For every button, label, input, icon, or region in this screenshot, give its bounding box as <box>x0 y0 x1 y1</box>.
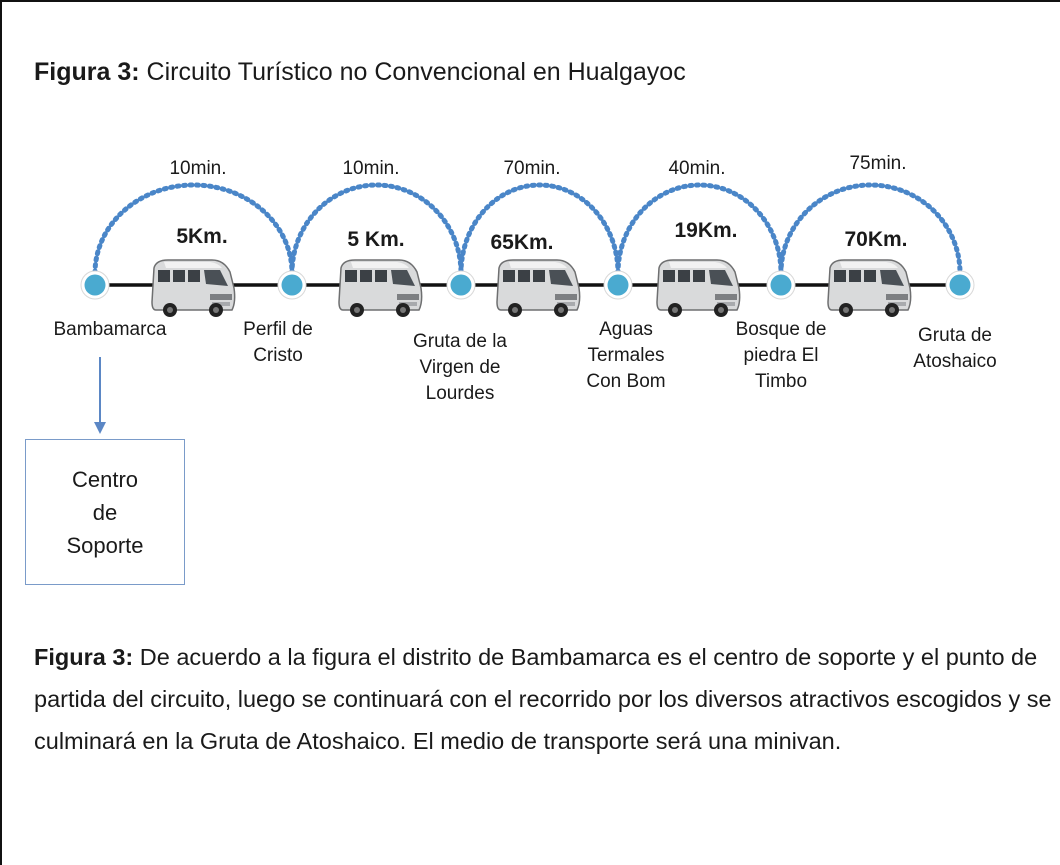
route-arc <box>289 182 464 276</box>
stop-node <box>949 274 971 296</box>
segment-time-label: 10min. <box>169 158 227 179</box>
title-prefix: Figura 3: <box>34 58 140 86</box>
segment-time-label: 75min. <box>849 153 907 174</box>
segment-distance-label: 65Km. <box>490 231 554 254</box>
title-text: Circuito Turístico no Convencional en Hu… <box>139 58 686 86</box>
segment-time-label: 70min. <box>503 158 561 179</box>
stop-label: Bambamarca <box>53 319 167 340</box>
stop-node <box>770 274 792 296</box>
stop-label: Gruta de la Virgen de Lourdes <box>413 331 507 404</box>
stop-node <box>450 274 472 296</box>
minivan-icon <box>656 259 741 317</box>
figure-title: Figura 3: Circuito Turístico no Convenci… <box>34 58 686 87</box>
route-diagram <box>80 182 975 434</box>
minivan-icon <box>827 259 912 317</box>
stop-node <box>607 274 629 296</box>
stop-node <box>281 274 303 296</box>
route-arc <box>92 182 295 276</box>
route-arc <box>458 182 621 276</box>
segment-distance-label: 19Km. <box>674 219 738 242</box>
segment-distance-label: 70Km. <box>844 228 908 251</box>
figure-caption: Figura 3: De acuerdo a la figura el dist… <box>34 636 1060 762</box>
segment-distance-label: 5 Km. <box>347 228 405 251</box>
stop-label: Gruta de Atoshaico <box>913 325 997 372</box>
stop-label: Bosque de piedra El Timbo <box>735 319 827 392</box>
support-arrowhead <box>94 422 106 434</box>
minivan-icon <box>151 259 236 317</box>
route-arc <box>778 182 963 276</box>
stop-label: Aguas Termales Con Bom <box>586 319 666 392</box>
segment-time-label: 10min. <box>342 158 400 179</box>
stop-node <box>84 274 106 296</box>
minivan-icon <box>496 259 581 317</box>
route-arc <box>615 182 784 276</box>
segment-time-label: 40min. <box>668 158 726 179</box>
caption-text: De acuerdo a la figura el distrito de Ba… <box>34 644 1052 754</box>
support-center-box: Centro de Soporte <box>25 439 185 585</box>
stop-label: Perfil de Cristo <box>243 319 313 366</box>
minivan-icon <box>338 259 423 317</box>
support-center-label: Centro de Soporte <box>66 466 144 558</box>
caption-prefix: Figura 3: <box>34 644 134 670</box>
segment-distance-label: 5Km. <box>176 225 228 248</box>
